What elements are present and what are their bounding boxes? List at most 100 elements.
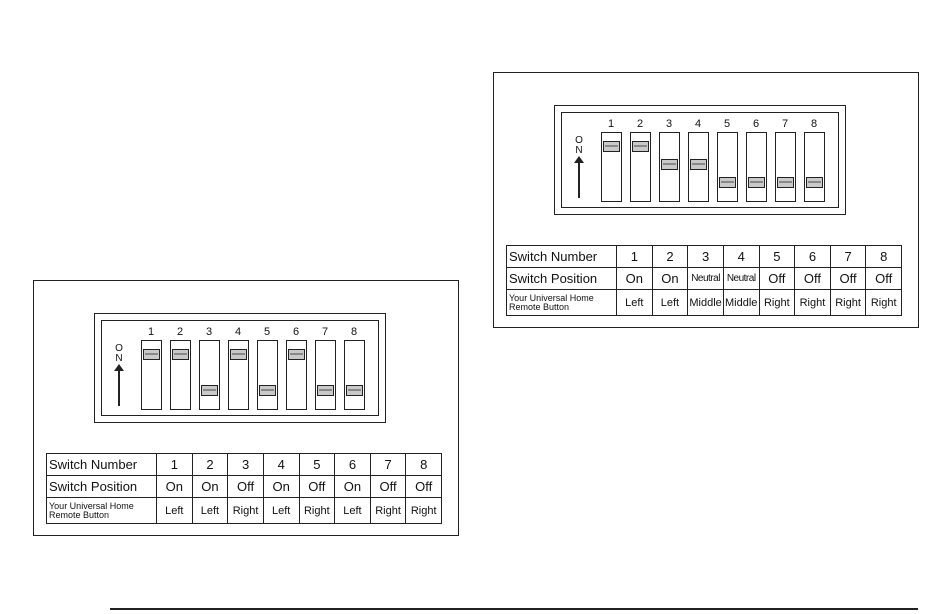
dip-switch-knob [317, 385, 334, 396]
remote-button-cell: Left [651, 289, 689, 316]
dip-switch [257, 340, 278, 410]
remote-button-cell: Middle [687, 289, 724, 316]
switch-number-label: 4 [234, 326, 242, 338]
switch-number-label: 2 [176, 326, 184, 338]
switch-position-cell: Off [758, 267, 796, 290]
switch-position-cell: Off [405, 475, 442, 498]
remote-button-cell: Left [262, 497, 300, 524]
switch-number-row: Switch Number 1 2 3 4 5 6 7 8 [506, 245, 902, 268]
dip-switch-housing [561, 112, 839, 208]
switch-position-cell: Neutral [687, 267, 724, 290]
switch-number-label: 3 [205, 326, 213, 338]
switch-position-cell: Neutral [722, 267, 760, 290]
switch-position-cell: On [651, 267, 689, 290]
switch-position-cell: On [156, 475, 193, 498]
remote-button-cell: Left [191, 497, 229, 524]
switch-code-table: Switch Number 1 2 3 4 5 6 7 8 Switch Pos… [506, 245, 902, 316]
switch-number-label: 1 [147, 326, 155, 338]
dip-switch [659, 132, 680, 202]
dip-switch-knob [346, 385, 363, 396]
remote-button-cell: Right [405, 497, 442, 524]
dip-switch [746, 132, 767, 202]
dip-switch [601, 132, 622, 202]
dip-switch [775, 132, 796, 202]
switch-number-label: 6 [292, 326, 300, 338]
switch-number-cell: 4 [262, 453, 300, 476]
switch-position-cell: Off [865, 267, 902, 290]
on-arrow-icon [114, 364, 124, 406]
remote-button-row: Your Universal Home Remote Button Left L… [506, 289, 902, 316]
switch-position-cell: Off [829, 267, 867, 290]
switch-code-table: Switch Number 1 2 3 4 5 6 7 8 Switch Pos… [46, 453, 442, 524]
switch-number-cell: 8 [865, 245, 902, 268]
switch-number-label: 1 [607, 118, 615, 130]
remote-button-cell: Right [298, 497, 336, 524]
switch-number-cell: 6 [794, 245, 831, 268]
switch-number-cell: 6 [334, 453, 371, 476]
remote-button-cell: Right [227, 497, 264, 524]
on-label-letter: O [115, 343, 123, 354]
switch-position-header: Switch Position [46, 475, 157, 498]
switch-position-cell: On [191, 475, 229, 498]
switch-position-header: Switch Position [506, 267, 617, 290]
remote-button-cell: Left [156, 497, 193, 524]
dip-switch-knob [661, 159, 678, 170]
on-label-letter: N [575, 145, 583, 156]
dip-switch-knob [748, 177, 765, 188]
switch-number-header: Switch Number [506, 245, 617, 268]
dip-switch [344, 340, 365, 410]
on-label-letter: N [115, 353, 123, 364]
dip-switch [804, 132, 825, 202]
dip-switch [228, 340, 249, 410]
switch-number-label: 4 [694, 118, 702, 130]
dip-switch [717, 132, 738, 202]
remote-button-cell: Right [865, 289, 902, 316]
dip-switch-knob [806, 177, 823, 188]
dip-switch [315, 340, 336, 410]
dip-switch-knob [230, 349, 247, 360]
dip-switch-knob [777, 177, 794, 188]
switch-number-label: 3 [665, 118, 673, 130]
remote-button-cell: Right [794, 289, 831, 316]
switch-position-cell: Off [298, 475, 336, 498]
switch-position-cell: Off [227, 475, 264, 498]
dip-switch-knob [259, 385, 276, 396]
remote-button-row: Your Universal Home Remote Button Left L… [46, 497, 442, 524]
page-footer-rule [110, 608, 918, 610]
switch-position-cell: Off [794, 267, 831, 290]
switch-number-cell: 3 [227, 453, 264, 476]
switch-position-cell: On [262, 475, 300, 498]
remote-button-cell: Middle [722, 289, 760, 316]
on-label-letter: O [575, 135, 583, 146]
switch-number-cell: 2 [191, 453, 229, 476]
dip-switch [630, 132, 651, 202]
dip-switch [170, 340, 191, 410]
switch-number-cell: 5 [298, 453, 336, 476]
switch-number-row: Switch Number 1 2 3 4 5 6 7 8 [46, 453, 442, 476]
switch-number-cell: 2 [651, 245, 689, 268]
remote-button-header: Your Universal Home Remote Button [46, 497, 157, 524]
dip-switch-knob [172, 349, 189, 360]
switch-position-cell: Off [369, 475, 407, 498]
dip-switch-knob [719, 177, 736, 188]
dip-switch-housing [101, 320, 379, 416]
dip-switch-knob [201, 385, 218, 396]
dip-switch [286, 340, 307, 410]
switch-position-cell: On [616, 267, 653, 290]
on-arrow-icon [574, 156, 584, 198]
switch-number-cell: 7 [369, 453, 407, 476]
switch-position-row: Switch Position On On Off On Off On Off … [46, 475, 442, 498]
dip-switch [688, 132, 709, 202]
remote-button-cell: Left [616, 289, 653, 316]
switch-number-cell: 5 [758, 245, 796, 268]
switch-number-label: 6 [752, 118, 760, 130]
switch-number-label: 8 [350, 326, 358, 338]
switch-number-cell: 8 [405, 453, 442, 476]
remote-button-cell: Left [334, 497, 371, 524]
dip-switch-knob [288, 349, 305, 360]
